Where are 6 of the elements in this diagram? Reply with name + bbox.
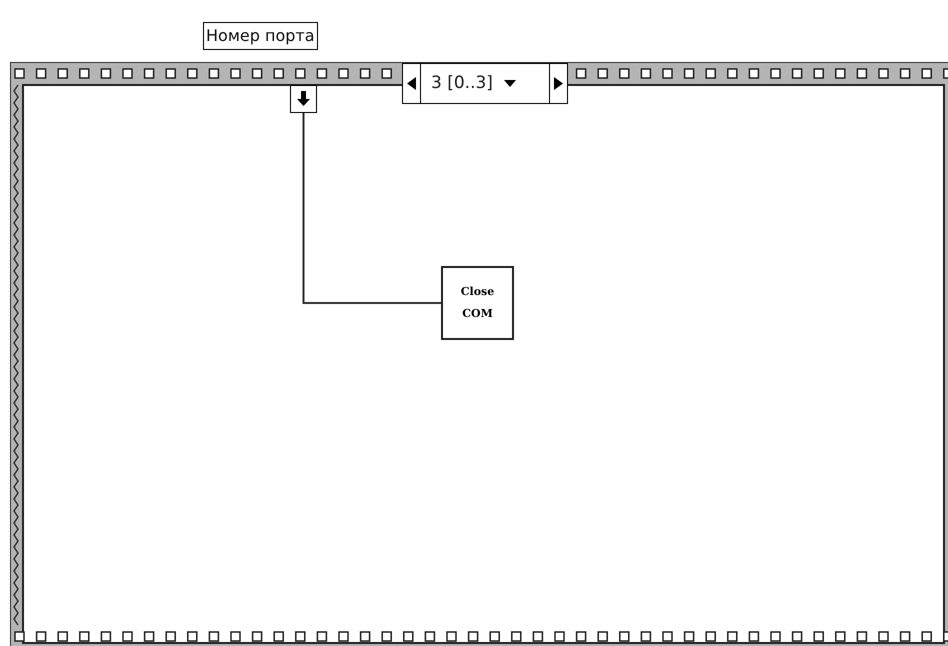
function-block [441, 266, 514, 340]
frame-selector [402, 63, 568, 104]
function-label: Close COM [460, 284, 496, 322]
port-number-label: Номер порта [203, 22, 318, 50]
wire [302, 113, 441, 304]
frame-index-text: 3 [0..3] [431, 73, 493, 93]
